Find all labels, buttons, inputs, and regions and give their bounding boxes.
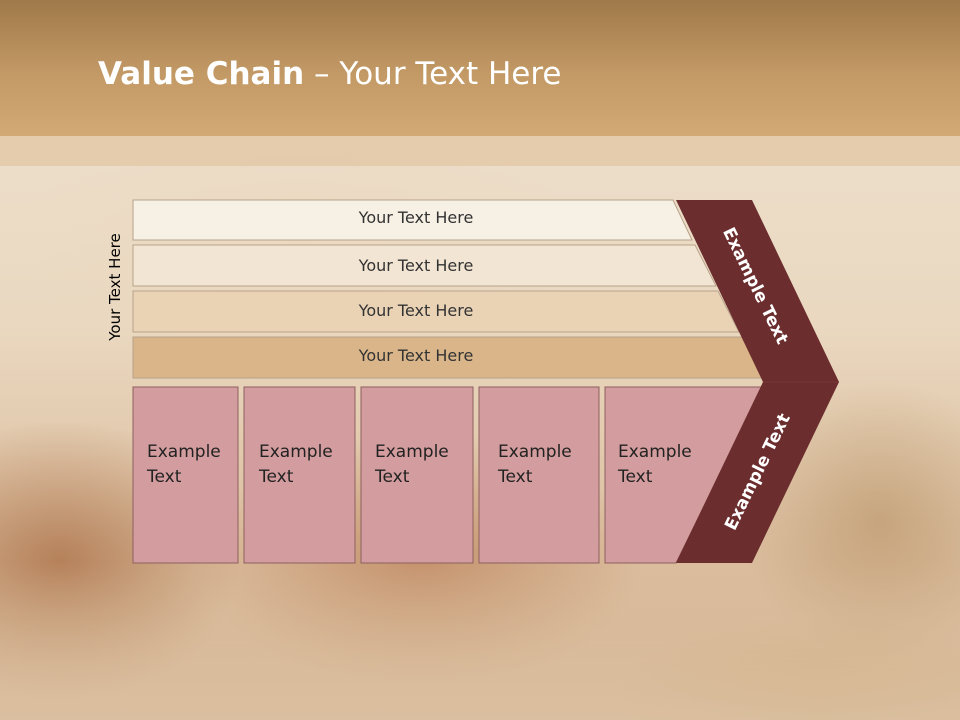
column-label-2: Example Text [259,440,333,490]
column-label-5-line1: Example [618,442,692,462]
title-band-strip [0,136,960,166]
slide-title: Value Chain – Your Text Here [98,56,561,92]
column-label-5-line2: Text [618,467,653,487]
column-label-2-line2: Text [259,467,294,487]
column-label-1-line2: Text [147,467,182,487]
row-label-1: Your Text Here [358,208,474,227]
column-label-4-line1: Example [498,442,572,462]
column-label-4: Example Text [498,440,572,490]
arrow-lower-shape [676,382,839,563]
column-label-5: Example Text [618,440,692,490]
row-label-2: Your Text Here [358,256,474,275]
row-label-4: Your Text Here [358,346,474,365]
row-shape-3 [132,290,740,333]
column-label-3-line2: Text [375,467,410,487]
slide-title-bold: Value Chain [98,56,305,92]
slide-title-rest: – Your Text Here [304,56,562,92]
row-shape-2 [132,244,717,287]
column-label-1: Example Text [147,440,221,490]
column-shape-3 [360,386,474,564]
column-label-2-line1: Example [259,442,333,462]
row-label-3: Your Text Here [358,301,474,320]
column-label-4-line2: Text [498,467,533,487]
title-bar [0,0,960,136]
column-label-3: Example Text [375,440,449,490]
column-label-3-line1: Example [375,442,449,462]
column-shape-4 [478,386,600,564]
column-label-1-line1: Example [147,442,221,462]
column-shape-2 [243,386,356,564]
column-shape-1 [132,386,239,564]
arrow-upper-shape [676,200,839,382]
row-shape-1 [132,199,693,241]
